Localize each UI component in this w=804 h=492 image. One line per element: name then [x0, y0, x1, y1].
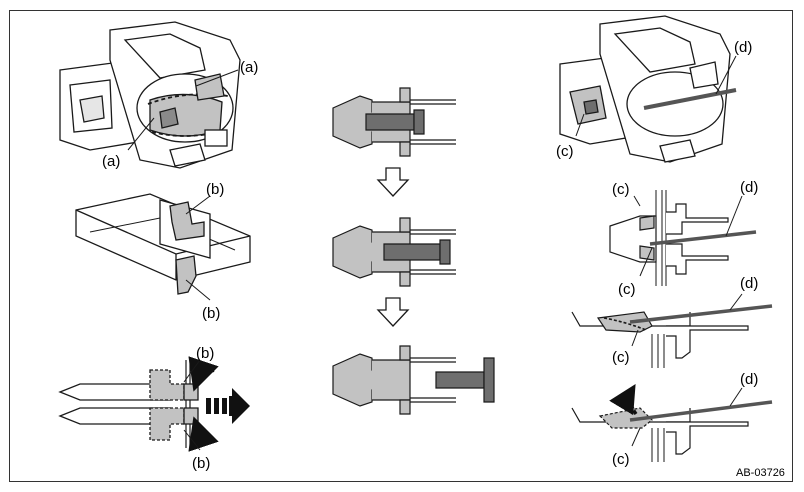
label-b-mid: (b) — [202, 305, 220, 322]
label-c-step3: (c) — [612, 349, 630, 366]
label-b-upper-section: (b) — [196, 345, 214, 362]
leader-c-step4 — [631, 427, 641, 447]
leader-a-top — [195, 69, 239, 87]
leader-d-step4 — [729, 387, 743, 407]
leader-d-step2 — [725, 195, 743, 237]
removal-tool-step3 — [629, 304, 773, 324]
clip-isometric-view — [75, 193, 251, 295]
clip-step-1 — [332, 87, 456, 157]
removal-tool-step4 — [629, 400, 773, 422]
leader-c-top — [575, 113, 585, 137]
removal-tool-step2 — [649, 230, 757, 246]
removal-tool-top — [643, 88, 737, 110]
clip-released-section — [571, 407, 749, 462]
leader-c-step2-bottom — [639, 247, 653, 277]
label-d-step3: (d) — [740, 275, 758, 292]
lift-arrow — [609, 383, 638, 416]
leader-c-step3 — [631, 329, 639, 347]
label-c-step4: (c) — [612, 451, 630, 468]
clip-pry-section — [571, 311, 749, 368]
pull-direction-arrow — [206, 388, 250, 424]
clip-step-2 — [332, 217, 456, 287]
curved-press-arrow-lower — [188, 416, 219, 452]
down-arrow-1 — [376, 167, 410, 197]
bracket-tool-view-right — [559, 15, 731, 163]
down-arrow-2 — [376, 297, 410, 327]
label-d-step2: (d) — [740, 179, 758, 196]
leader-d-step3 — [729, 293, 743, 311]
clip-with-tool-section — [609, 190, 729, 286]
label-c-step2-bottom: (c) — [618, 281, 636, 298]
leader-a-bottom — [127, 117, 155, 151]
leader-b-top — [185, 195, 211, 215]
label-d-step4: (d) — [740, 371, 758, 388]
clip-cross-section-removal — [58, 360, 199, 448]
leader-c-step2-top — [633, 195, 641, 207]
bracket-clip-view-left — [59, 21, 241, 169]
curved-press-arrow-upper — [188, 356, 219, 392]
label-c-top: (c) — [556, 143, 574, 160]
figure-code: AB-03726 — [736, 467, 785, 479]
leader-b-mid — [185, 279, 211, 301]
label-d-top: (d) — [734, 39, 752, 56]
label-b-top: (b) — [206, 181, 224, 198]
label-c-step2-top: (c) — [612, 181, 630, 198]
label-b-lower-section: (b) — [192, 455, 210, 472]
leader-b-lower-section — [183, 429, 201, 451]
label-a-top: (a) — [240, 59, 258, 76]
label-a-bottom: (a) — [102, 153, 120, 170]
figure-frame — [9, 10, 793, 482]
leader-d-top — [715, 55, 737, 95]
clip-step-3 — [332, 345, 495, 415]
leader-b-upper-section — [183, 359, 201, 383]
